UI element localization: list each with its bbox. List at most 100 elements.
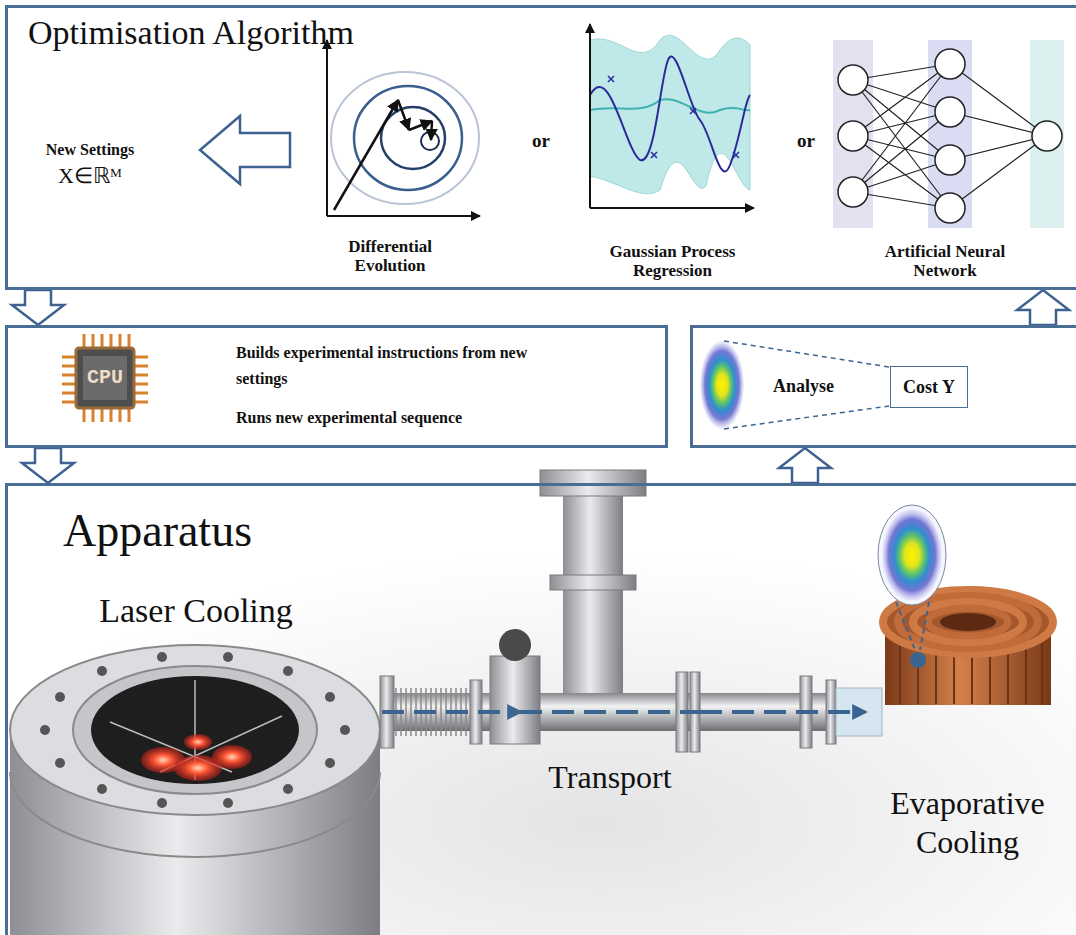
differential-evolution-plot <box>431 121 432 140</box>
gaussian-process-plot <box>590 35 750 193</box>
method-box: Differential Evolution <box>290 35 490 280</box>
transport-tube <box>499 629 531 661</box>
settings-text: New Settings <box>46 141 134 159</box>
gaussian-process-plot <box>608 76 739 158</box>
method-box: Gaussian Process Regression <box>575 20 770 285</box>
vacuum-chamber <box>184 734 212 750</box>
differential-evolution-plot <box>327 215 480 217</box>
settings-text: X∈ℝᴹ <box>58 163 122 189</box>
vacuum-chamber <box>212 745 252 769</box>
gaussian-process-plot <box>590 56 750 171</box>
vacuum-chamber <box>325 758 335 768</box>
transport-tube <box>520 710 700 714</box>
flow-arrow <box>22 448 74 483</box>
transport-tube <box>550 575 636 590</box>
vacuum-chamber <box>223 798 233 808</box>
differential-evolution-plot <box>326 40 328 216</box>
cpu-chip <box>83 356 127 400</box>
vacuum-chamber <box>157 798 167 808</box>
trapped-cloud-image <box>878 505 946 605</box>
differential-evolution-plot <box>421 132 439 150</box>
transport-arrow <box>700 710 865 714</box>
vacuum-chamber <box>283 666 293 676</box>
vacuum-chamber <box>73 666 317 794</box>
method-caption: Differential Evolution <box>335 237 445 276</box>
stage-region: Transport <box>520 700 700 800</box>
cloud-image <box>724 341 889 367</box>
gaussian-process-plot <box>590 207 754 209</box>
stage-label: Evaporative Cooling <box>873 784 1063 861</box>
differential-evolution-plot <box>398 100 409 130</box>
differential-evolution-plot <box>331 72 479 204</box>
vacuum-chamber <box>283 784 293 794</box>
differential-evolution-plot <box>327 40 480 216</box>
stage-region: Laser Cooling <box>10 590 382 935</box>
differential-evolution-plot <box>354 86 462 190</box>
neural-network-plot <box>833 40 873 228</box>
neural-network-plot <box>935 193 965 223</box>
differential-evolution-plot <box>381 107 445 169</box>
vacuum-chamber <box>97 784 107 794</box>
vacuum-chamber <box>55 692 65 702</box>
chip-label: CPU <box>83 366 127 390</box>
neural-network-plot <box>1030 40 1064 228</box>
transport-tube <box>490 656 540 744</box>
vacuum-chamber <box>91 676 299 784</box>
neural-network-plot <box>838 121 868 151</box>
gaussian-process-plot <box>589 24 591 208</box>
settings-box: New SettingsX∈ℝᴹ <box>25 135 200 210</box>
cost-box: Cost Y <box>890 366 968 408</box>
flow-arrow <box>779 448 831 483</box>
vacuum-chamber <box>325 692 335 702</box>
connector-word: or <box>532 130 550 152</box>
gaussian-process-plot <box>590 24 754 208</box>
neural-network-plot <box>935 97 965 127</box>
transport-tube <box>563 492 623 702</box>
method-box: Artificial Neural Network <box>820 35 1070 285</box>
flow-arrow <box>200 116 290 184</box>
cost-text: Cost Y <box>903 377 955 398</box>
step-text: Runs new experimental sequence <box>236 405 462 431</box>
neural-network-plot <box>935 49 965 79</box>
magnetic-coil <box>940 613 996 631</box>
vacuum-chamber <box>157 652 167 662</box>
transport-tube <box>380 470 882 752</box>
differential-evolution-plot <box>409 121 432 130</box>
cloud-image <box>700 341 744 429</box>
differential-evolution-plot <box>334 100 398 210</box>
magnetic-coil <box>880 588 1056 705</box>
neural-network-plot <box>853 64 1047 208</box>
flow-arrow <box>1017 290 1069 325</box>
method-caption: Gaussian Process Regression <box>598 242 748 281</box>
panel-box: Optimisation AlgorithmNew SettingsX∈ℝᴹDi… <box>5 5 1076 290</box>
cpu-chip <box>62 334 148 422</box>
flow-arrow <box>12 290 64 325</box>
neural-network-plot <box>833 40 1064 228</box>
vacuum-chamber <box>40 725 50 735</box>
stage-region: Evaporative Cooling <box>865 575 1070 865</box>
magnetic-coil <box>913 602 1023 642</box>
magnetic-coil <box>928 608 1008 636</box>
method-caption: Artificial Neural Network <box>875 242 1015 281</box>
trapped-cloud-image <box>920 602 929 650</box>
vacuum-chamber <box>10 645 380 935</box>
vacuum-chamber <box>55 758 65 768</box>
vacuum-chamber <box>340 725 350 735</box>
panel-box: Analyse Cost Y <box>690 325 1076 448</box>
vacuum-chamber <box>10 645 380 815</box>
panel-title: Optimisation Algorithm <box>28 14 354 52</box>
cloud-image <box>700 341 889 429</box>
cpu-chip <box>62 334 148 422</box>
step-text: Analyse <box>773 376 834 397</box>
stage-label: Laser Cooling <box>99 592 293 630</box>
connector-word: or <box>797 130 815 152</box>
vacuum-chamber <box>110 680 282 780</box>
step-text: Builds experimental instructions from ne… <box>236 340 541 391</box>
cloud-image <box>724 406 889 429</box>
neural-network-plot <box>1032 121 1062 151</box>
vacuum-chamber <box>40 652 350 808</box>
trapped-cloud-image <box>896 602 915 650</box>
panel-box: ApparatusLaser CoolingTransportEvaporati… <box>5 483 1076 935</box>
trapped-cloud-image <box>910 652 926 668</box>
